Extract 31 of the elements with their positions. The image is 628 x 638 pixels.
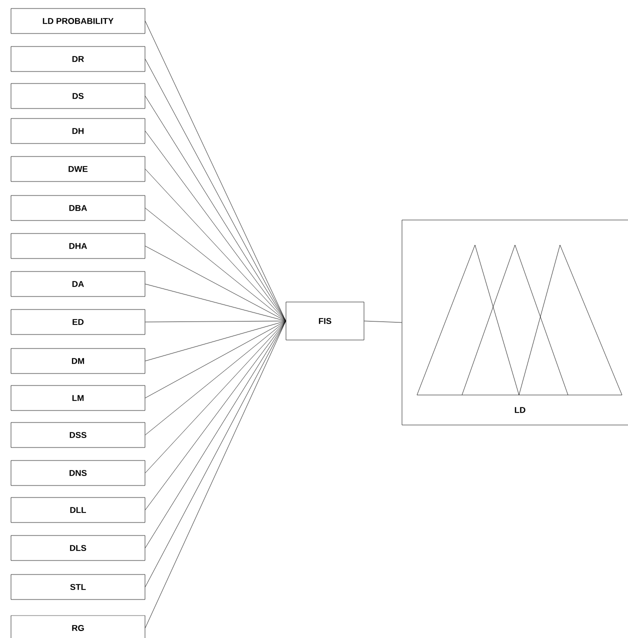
membership-plot: LD (402, 220, 628, 426)
input-box: DBA (10, 195, 146, 221)
fis-box: FIS (286, 302, 364, 340)
connector-line (145, 246, 286, 322)
connector-line (145, 130, 286, 322)
input-box: DLS (10, 535, 146, 561)
input-box: ED (10, 309, 146, 335)
input-box: LD PROBABILITY (10, 8, 146, 34)
connector-line (145, 320, 286, 436)
input-box: DH (10, 118, 146, 144)
input-box: DR (10, 46, 146, 72)
connector-line (145, 320, 286, 322)
input-box: DS (10, 83, 146, 109)
connector-line (145, 284, 286, 322)
input-box: STL (10, 574, 146, 600)
connector-line (145, 320, 286, 362)
connector-line (145, 320, 286, 398)
input-box: DWE (10, 156, 146, 182)
connector-line (145, 320, 286, 474)
connector-line (364, 320, 402, 323)
connector-line (145, 168, 286, 322)
input-box: DLL (10, 497, 146, 523)
input-box: DNS (10, 460, 146, 486)
input-box: LM (10, 385, 146, 411)
connector-line (145, 320, 286, 510)
connector-line (145, 208, 286, 322)
input-box: DSS (10, 422, 146, 448)
input-box: DM (10, 348, 146, 374)
input-box: DHA (10, 233, 146, 259)
input-box: DA (10, 271, 146, 297)
input-box: RG (10, 615, 146, 638)
